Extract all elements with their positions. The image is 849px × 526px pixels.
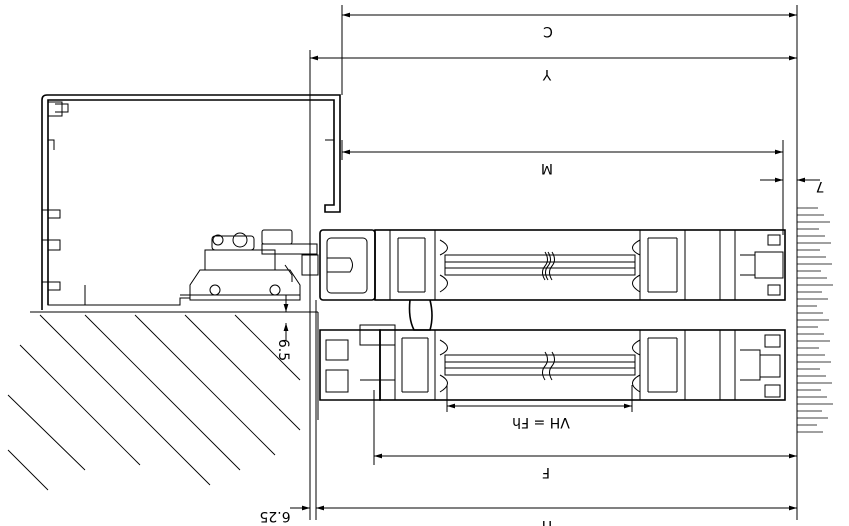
roller-hardware — [189, 229, 319, 301]
dimension-lines — [280, 5, 820, 520]
upper-sash — [319, 229, 786, 301]
dimension-m-label: M — [541, 160, 553, 176]
dimension-y-label: Y — [542, 66, 552, 82]
lower-sash — [319, 299, 786, 401]
dimension-vh-label: VH = Fh — [512, 414, 570, 430]
dimension-labels: C Y M 7 F H VH = Fh 6.5 6.25 — [259, 23, 824, 526]
dimension-c-label: C — [543, 23, 553, 39]
floor-hatch — [7, 311, 319, 491]
dimension-f-label: F — [542, 464, 550, 480]
dimension-six-five-label: 6.5 — [275, 339, 291, 361]
top-casing — [41, 94, 341, 310]
dimension-six-twentyfive-label: 6.25 — [259, 508, 290, 524]
wall-hatch — [797, 207, 833, 433]
dimension-seven-label: 7 — [816, 178, 825, 194]
dimension-h-label: H — [542, 517, 553, 526]
